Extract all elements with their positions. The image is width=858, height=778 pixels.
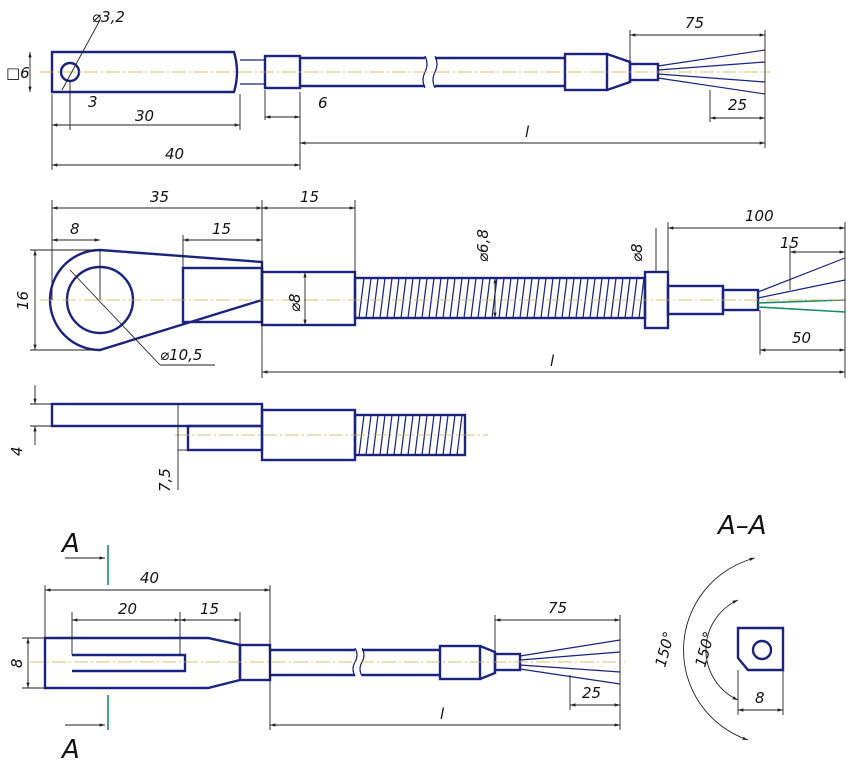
spring-coil	[505, 277, 512, 319]
spring-coil	[407, 414, 414, 456]
spring-coil	[435, 277, 442, 319]
dim-hole-diameter: ⌀3,2	[92, 8, 125, 26]
spring-coil	[428, 414, 435, 456]
spring-coil	[379, 277, 386, 319]
spring-coil	[624, 277, 631, 319]
spring-coil	[498, 277, 505, 319]
dim-square-6: □6	[6, 64, 30, 82]
dim-16: 16	[14, 291, 32, 310]
dim-50: 50	[792, 329, 811, 347]
spring-coil	[554, 277, 561, 319]
spring-coil	[456, 414, 463, 456]
spring-coil	[393, 277, 400, 319]
dim-15-sleeve: 15	[300, 188, 319, 206]
dim-75: 75	[685, 14, 704, 32]
dim-15: 15	[200, 600, 219, 618]
dim-8: 8	[755, 689, 765, 707]
spring-coil	[638, 277, 645, 319]
dim-8: 8	[8, 658, 26, 668]
dim-100: 100	[745, 207, 774, 225]
spring-coil	[365, 277, 372, 319]
view-4-fork-lug-sensor: A A 40 20 15 8 75 25 l	[8, 529, 625, 765]
spring-coil	[428, 277, 435, 319]
spring-coil	[463, 277, 470, 319]
spring-coil	[589, 277, 596, 319]
section-marker-a-bottom: A	[60, 735, 80, 765]
spring-coil	[477, 277, 484, 319]
spring-coil	[596, 277, 603, 319]
spring-coil	[603, 277, 610, 319]
view-2-ring-lug-sensor: ⌀10,5 35 15 8 15 16 ⌀8 ⌀6,8 ⌀8 100 15 50…	[14, 188, 848, 378]
spring-coil	[575, 277, 582, 319]
dim-6: 6	[318, 94, 328, 112]
spring-coil	[414, 277, 421, 319]
spring-coil	[407, 277, 414, 319]
dim-collar-diameter: ⌀8	[628, 243, 646, 262]
dim-15-wire: 15	[780, 234, 799, 252]
view-1-flat-lug-sensor: □6 ⌀3,2 30 3 6 40 75 25 l	[6, 8, 770, 170]
spring-coil	[456, 277, 463, 319]
spring-coil	[519, 277, 526, 319]
dim-30: 30	[135, 107, 154, 125]
dim-4: 4	[8, 446, 26, 456]
spring-coil	[561, 277, 568, 319]
angle-outer: 150°	[651, 629, 678, 669]
spring-coil	[512, 277, 519, 319]
spring-coil	[386, 414, 393, 456]
spring-coil	[631, 277, 638, 319]
spring-coil	[491, 277, 498, 319]
spring-coil	[435, 414, 442, 456]
spring-coil	[449, 277, 456, 319]
dim-40: 40	[140, 569, 159, 587]
dim-25: 25	[582, 684, 601, 702]
angle-inner: 150°	[691, 629, 718, 669]
spring-coil	[372, 277, 379, 319]
spring-coil	[470, 277, 477, 319]
dim-8: 8	[70, 220, 80, 238]
spring-coil	[442, 277, 449, 319]
dim-20: 20	[118, 600, 137, 618]
spring-coil	[526, 277, 533, 319]
spring-coil	[421, 277, 428, 319]
dim-35: 35	[150, 188, 169, 206]
dim-ring-diameter: ⌀10,5	[160, 346, 202, 364]
spring-coil	[400, 277, 407, 319]
spring-coil	[358, 277, 365, 319]
spring-coil	[386, 277, 393, 319]
section-marker-a-top: A	[60, 529, 80, 559]
dim-sleeve-diameter: ⌀8	[286, 293, 304, 312]
dim-15-pin: 15	[212, 220, 231, 238]
dim-l: l	[525, 123, 530, 141]
spring-coil	[610, 277, 617, 319]
dim-3: 3	[88, 93, 98, 111]
spring-coil	[533, 277, 540, 319]
dim-25: 25	[728, 96, 747, 114]
dim-40: 40	[165, 145, 184, 163]
spring-coil	[617, 277, 624, 319]
spring-coil	[582, 277, 589, 319]
dim-l: l	[440, 705, 445, 723]
spring-coil	[568, 277, 575, 319]
dim-75: 75	[548, 599, 567, 617]
spring-coil	[547, 277, 554, 319]
dim-7-5: 7,5	[156, 468, 174, 492]
dim-spring-diameter: ⌀6,8	[474, 229, 492, 262]
section-title: A–A	[716, 511, 767, 541]
view-3-side-view: 4 7,5	[8, 385, 488, 492]
spring-coil	[540, 277, 547, 319]
spring-coil	[484, 277, 491, 319]
section-a-a: A–A 8 150° 150°	[651, 511, 785, 741]
dim-l: l	[550, 352, 555, 370]
